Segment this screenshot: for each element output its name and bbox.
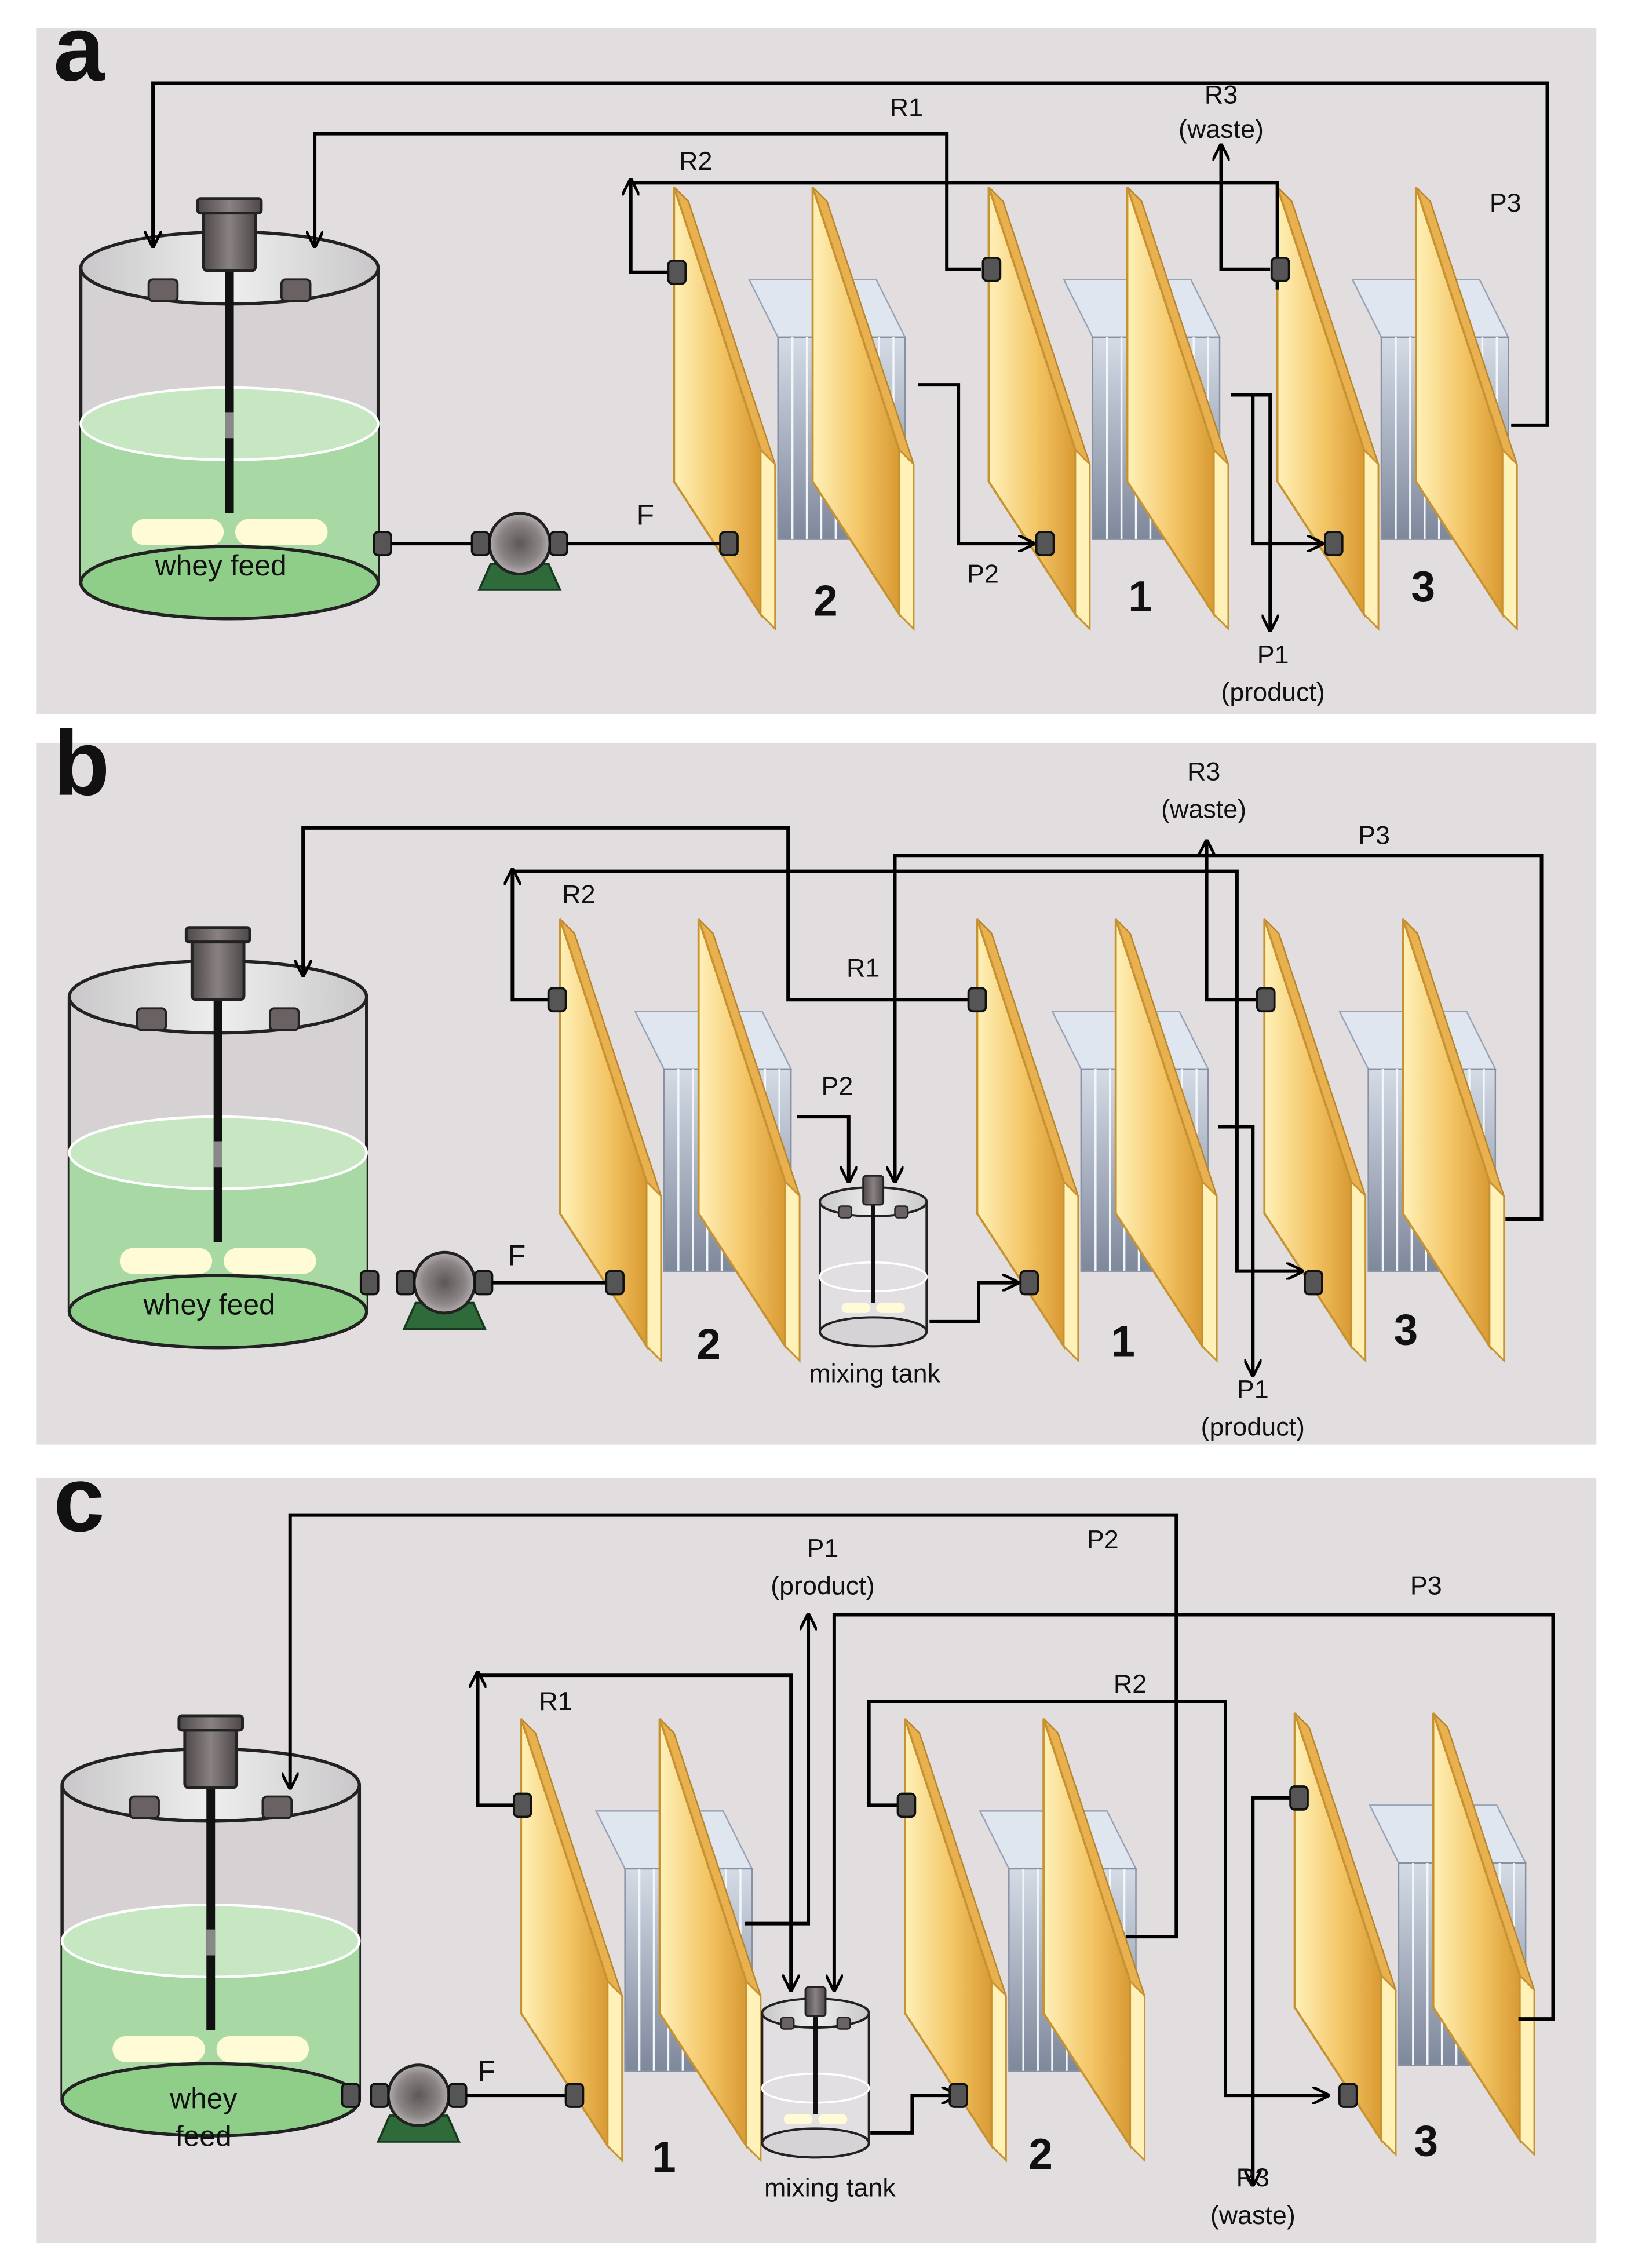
mixing-tank [762, 1987, 869, 2157]
r1-label: R1 [890, 93, 923, 122]
tank-outlet-port [373, 531, 392, 556]
module-number: 2 [813, 577, 838, 625]
panel-c-letter: c [53, 1447, 105, 1551]
module-number: 1 [1128, 572, 1152, 621]
p2-label: P2 [821, 1071, 853, 1101]
r2-label: R2 [1114, 1669, 1147, 1698]
module-number: 1 [1111, 1317, 1135, 1366]
p3-label: P3 [1490, 188, 1521, 217]
r3-waste-label: (waste) [1210, 2200, 1296, 2230]
p2-label: P2 [1087, 1525, 1119, 1554]
r2-label: R2 [562, 879, 595, 909]
module-number: 3 [1411, 562, 1435, 611]
p1-product-label: (product) [1201, 1412, 1305, 1442]
flow-lines [153, 81, 1549, 630]
module-number: 3 [1394, 1306, 1418, 1354]
r1-label: R1 [846, 953, 880, 982]
panel-a-letter: a [53, 0, 105, 100]
f-label: F [637, 499, 654, 531]
panel-c: c whey feed mixing tank 1 2 3 [36, 1447, 1597, 2243]
mixing-tank-label: mixing tank [764, 2172, 896, 2202]
mixing-tank [820, 1176, 926, 1346]
panel-b-letter: b [53, 712, 110, 815]
p1-label: P1 [1257, 640, 1289, 669]
flow-lines [290, 1513, 1555, 2185]
module-number: 2 [696, 1320, 721, 1369]
r3-label: R3 [1236, 2163, 1269, 2192]
flow-lines [303, 826, 1544, 1375]
module-number: 1 [652, 2132, 676, 2181]
r2-label: R2 [679, 146, 712, 176]
whey-feed-tank [62, 1716, 359, 2136]
p2-label: P2 [967, 559, 999, 588]
whey-feed-label-line-1: whey [169, 2083, 237, 2115]
r3-waste-label: (waste) [1161, 794, 1246, 823]
r3-label: R3 [1205, 79, 1238, 109]
tank-outlet-port [341, 2083, 361, 2108]
r1-label: R1 [539, 1686, 572, 1716]
r3-label: R3 [1187, 757, 1220, 786]
whey-feed-label: whey feed [143, 1288, 275, 1321]
f-label: F [508, 1239, 526, 1272]
module-number: 3 [1414, 2117, 1438, 2165]
r3-waste-label: (waste) [1178, 114, 1264, 144]
tank-outlet-port [359, 1270, 380, 1296]
p3-label: P3 [1358, 820, 1390, 849]
panel-b: b whey feed mixing tank 2 1 3 [36, 712, 1597, 1445]
mixing-tank-label: mixing tank [809, 1358, 940, 1388]
panel-a: a whey feed 2 1 3 [36, 0, 1597, 714]
p3-label: P3 [1410, 1571, 1442, 1600]
whey-feed-tank [70, 928, 367, 1348]
p1-product-label: (product) [1221, 677, 1324, 707]
whey-feed-label-line-2: feed [176, 2120, 232, 2152]
whey-feed-label: whey feed [155, 549, 287, 582]
module-number: 2 [1028, 2130, 1053, 2178]
f-label: F [478, 2055, 495, 2087]
p1-label: P1 [1237, 1374, 1269, 1404]
p1-label: P1 [807, 1533, 839, 1563]
p1-product-label: (product) [771, 1571, 874, 1600]
